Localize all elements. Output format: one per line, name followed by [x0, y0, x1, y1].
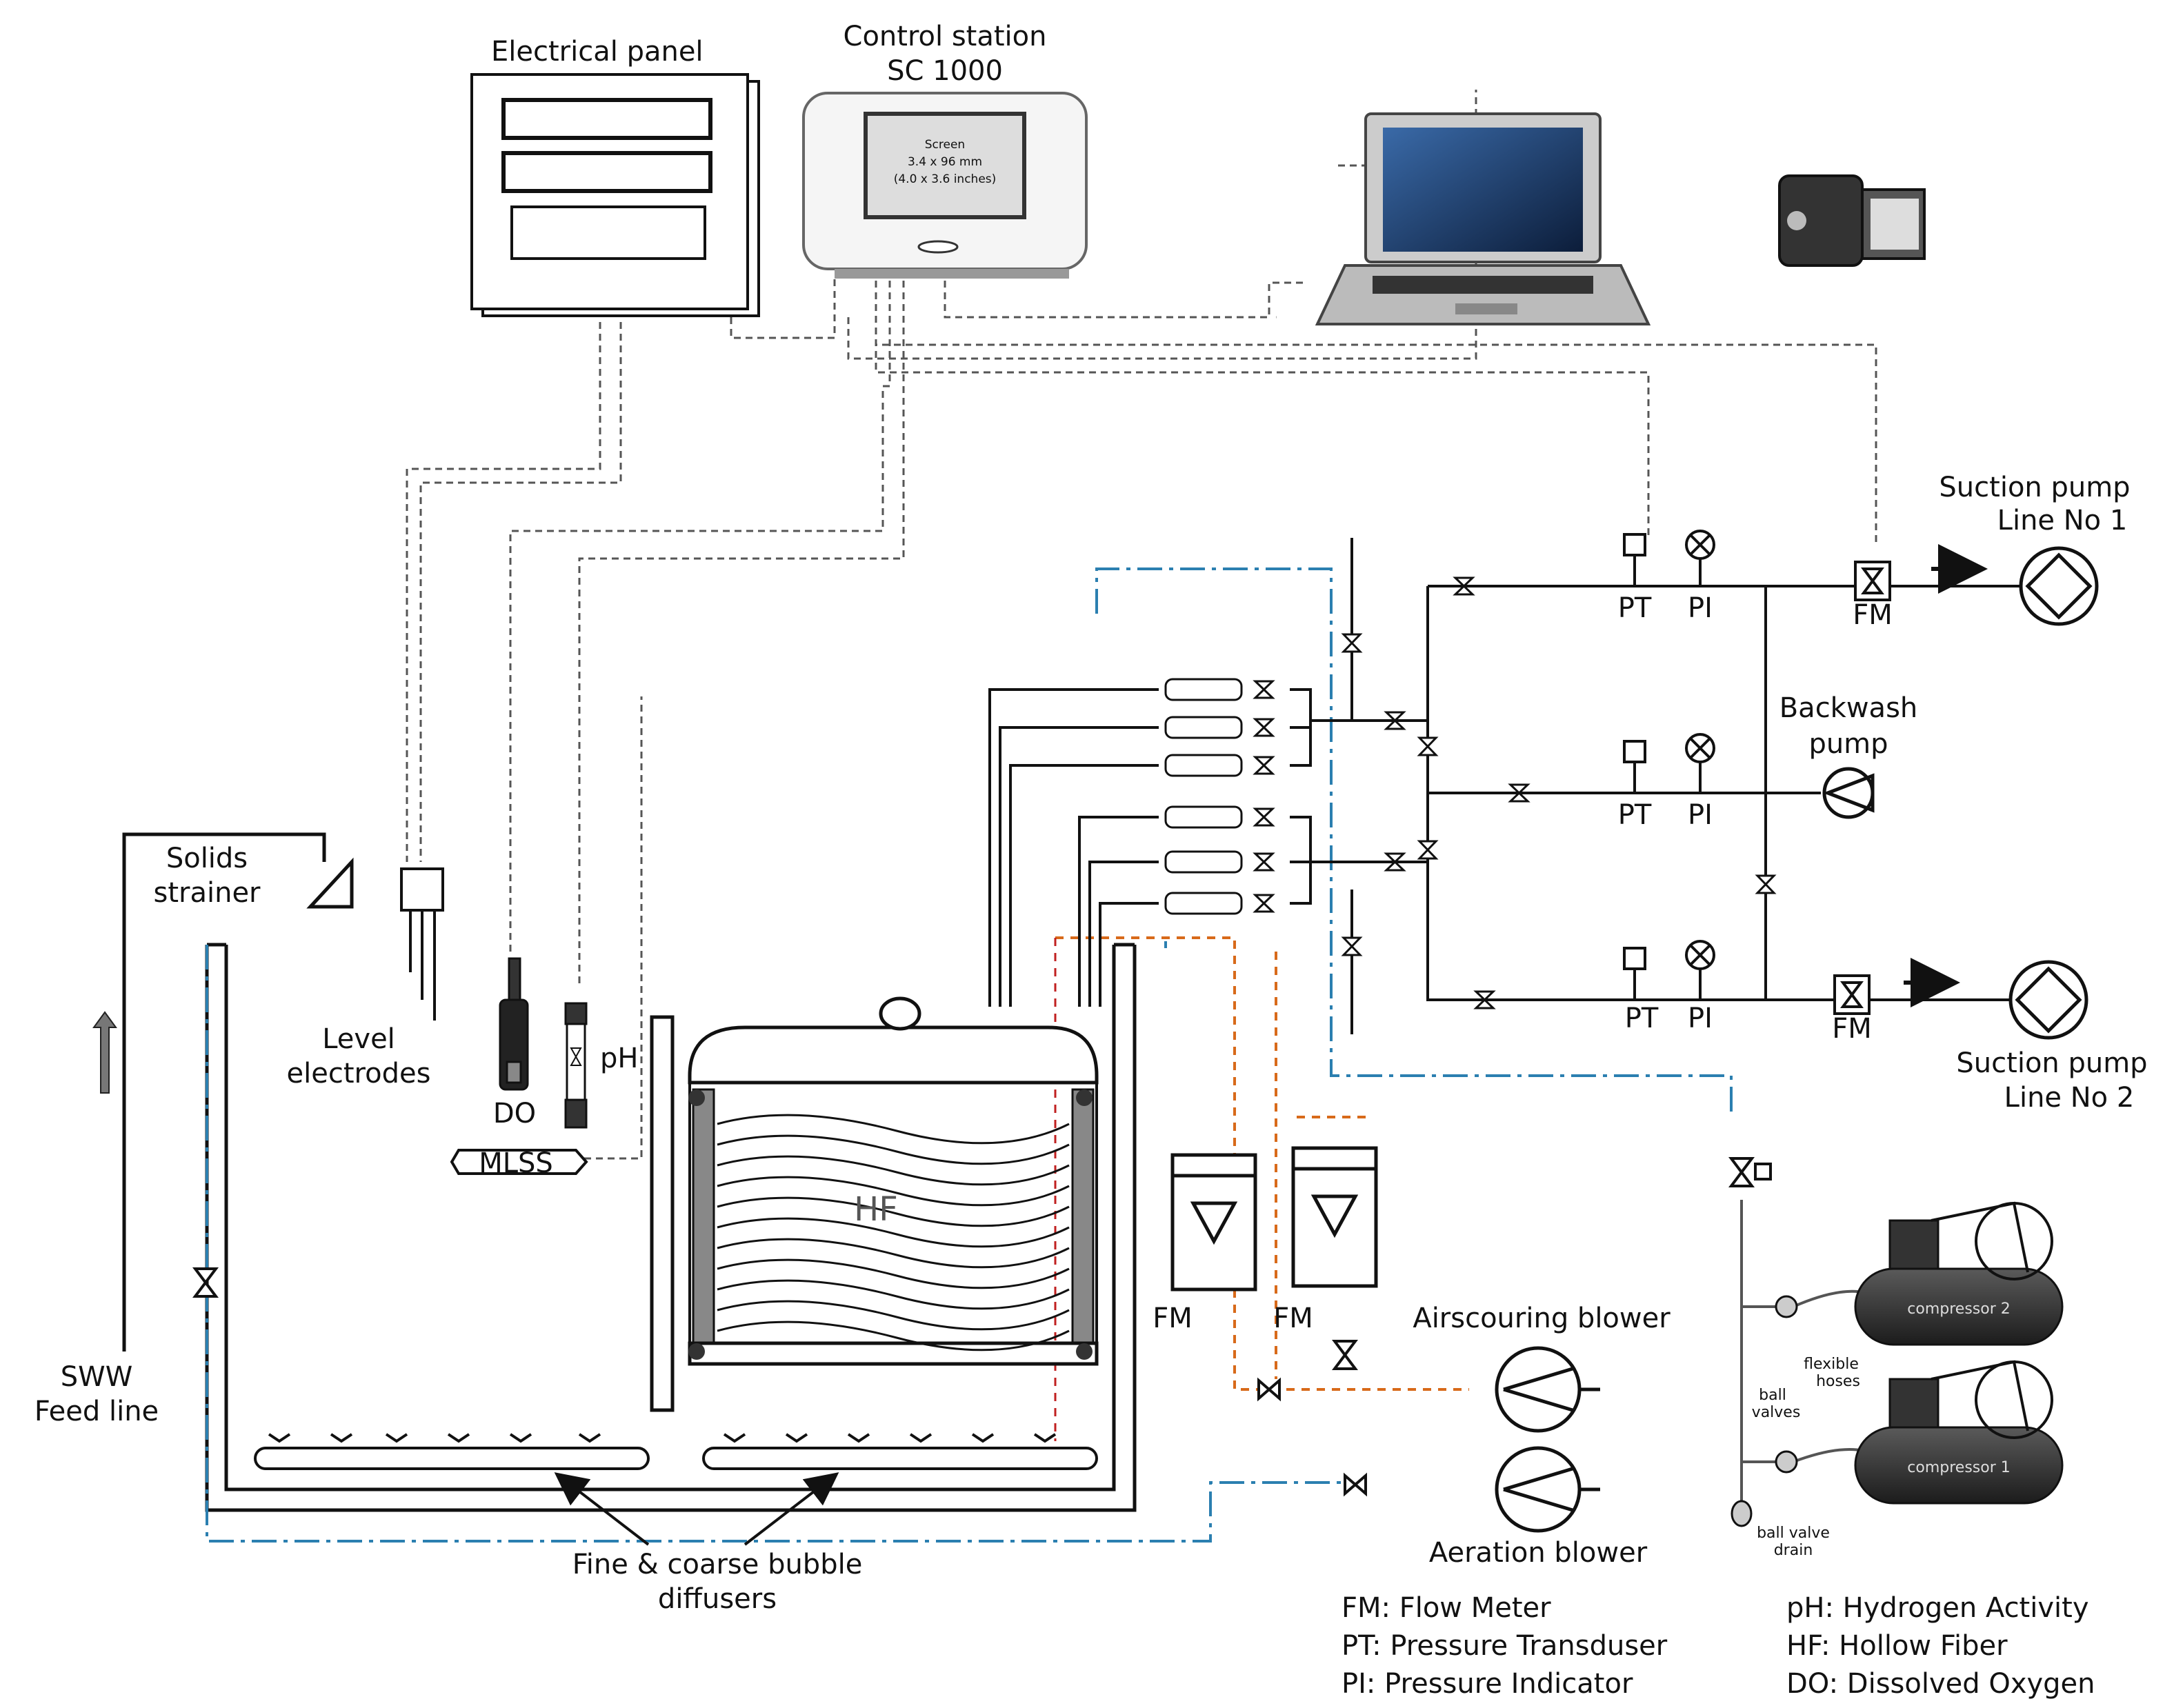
- legend-pi: PI: Pressure Indicator: [1342, 1668, 1633, 1700]
- level-electrodes-label-1: Level: [322, 1023, 395, 1055]
- air-flow-meters: [1170, 1146, 1378, 1292]
- do-label: DO: [493, 1098, 536, 1129]
- suction-pump-2-label-1: Suction pump: [1956, 1047, 2147, 1079]
- fm-label-suction-1: FM: [1853, 599, 1893, 631]
- flexible-hoses-label-2: hoses: [1816, 1373, 1860, 1390]
- flow-meters-suction: [1833, 561, 1891, 1015]
- mlss-label: MLSS: [479, 1147, 553, 1179]
- legend-do: DO: Dissolved Oxygen: [1786, 1668, 2095, 1700]
- ph-label: pH: [600, 1043, 638, 1074]
- compressor-1-label: compressor 1: [1907, 1459, 2010, 1476]
- compressor-1-icon: compressor 1: [1854, 1360, 2064, 1505]
- hf-label: HF: [854, 1190, 898, 1229]
- compressor-2-icon: compressor 2: [1854, 1201, 2064, 1346]
- suction-pump-2-icon: [2008, 960, 2088, 1040]
- mlss-sensor-icon: [450, 1149, 588, 1175]
- pt-label-3: PT: [1625, 1003, 1659, 1034]
- solids-strainer-icon: [306, 857, 354, 909]
- permeate-fittings: [1164, 576, 1777, 1009]
- ball-valve-drain-label-1: ball valve: [1757, 1525, 1830, 1542]
- electrical-panel: Electrical panel: [470, 36, 760, 317]
- electrical-panel-label: Electrical panel: [491, 36, 704, 68]
- pressure-instruments: [1623, 530, 1715, 1000]
- suction-direction-arrows: [1904, 544, 1988, 1007]
- fm-label-air-2: FM: [1273, 1303, 1313, 1334]
- aeration-blower-label: Aeration blower: [1429, 1537, 1648, 1569]
- sww-label-2: Feed line: [34, 1396, 159, 1427]
- level-electrodes-icon: [400, 867, 444, 1021]
- pt-label-2: PT: [1618, 799, 1652, 831]
- legend-pt: PT: Pressure Transduser: [1342, 1630, 1668, 1662]
- membrane-air-line: [1095, 567, 1733, 1117]
- compressor-2-label: compressor 2: [1907, 1300, 2010, 1318]
- backwash-pump-label-1: Backwash: [1779, 692, 1918, 724]
- suction-pump-2-label-2: Line No 2: [2004, 1082, 2135, 1114]
- screen-text-2: 3.4 x 96 mm: [908, 155, 982, 169]
- diffusers-label-2: diffusers: [658, 1583, 777, 1615]
- legend-fm: FM: Flow Meter: [1342, 1592, 1551, 1624]
- ball-valves-label-1: ball: [1759, 1387, 1786, 1404]
- airscouring-blower-icon: [1495, 1346, 1600, 1433]
- main-air-valve-icon: [1728, 1157, 1772, 1187]
- airscour-line: [1055, 936, 1469, 1391]
- diffusers-label-1: Fine & coarse bubble: [572, 1549, 863, 1580]
- feed-valve-icon: [192, 1267, 219, 1298]
- backwash-pump-label-2: pump: [1808, 728, 1888, 760]
- laptop-icon: [1315, 112, 1651, 325]
- control-station: Screen 3.4 x 96 mm (4.0 x 3.6 inches) Co…: [802, 21, 1088, 279]
- control-station-label-2: SC 1000: [887, 55, 1003, 87]
- screen-text-1: Screen: [925, 138, 965, 152]
- suction-pump-1-icon: [2019, 546, 2099, 626]
- aeration-blower-icon: [1495, 1446, 1600, 1533]
- ph-probe-icon: [564, 1002, 588, 1129]
- backwash-pump-icon: [1822, 767, 1875, 819]
- diffuser-pointer-arrows: [554, 1472, 839, 1546]
- legend: FM: Flow Meter PT: Pressure Transduser P…: [1342, 1592, 2095, 1700]
- feed-direction-arrow: [92, 1011, 117, 1094]
- suction-pump-1-label-2: Line No 1: [1997, 505, 2128, 536]
- level-electrodes-label-2: electrodes: [287, 1058, 431, 1089]
- aeration-air-line: [206, 941, 1352, 1543]
- ball-valves: [1731, 1295, 1798, 1527]
- air-valves: [1257, 1340, 1367, 1497]
- ball-valve-drain-label-2: drain: [1774, 1542, 1813, 1559]
- pi-label-3: PI: [1688, 1003, 1713, 1034]
- screen-text-3: (4.0 x 3.6 inches): [894, 172, 997, 186]
- do-probe-icon: [499, 957, 529, 1091]
- fm-label-suction-2: FM: [1832, 1013, 1872, 1045]
- diffusers: [254, 1433, 1098, 1470]
- legend-hf: HF: Hollow Fiber: [1786, 1630, 2008, 1662]
- airscouring-blower-label: Airscouring blower: [1413, 1303, 1671, 1334]
- hollow-fiber-module: HF: [688, 996, 1099, 1366]
- solids-strainer-label-1: Solids: [166, 843, 248, 874]
- sww-feed-line: [122, 832, 326, 1352]
- bioreactor-tank: [205, 943, 1137, 1512]
- sww-label-1: SWW: [61, 1361, 133, 1393]
- pi-label-1: PI: [1688, 592, 1713, 624]
- legend-ph: pH: Hydrogen Activity: [1786, 1592, 2089, 1624]
- ball-valves-label-2: valves: [1752, 1404, 1801, 1421]
- fm-label-air-1: FM: [1153, 1303, 1193, 1334]
- permeate-pipes: [988, 538, 2021, 1034]
- suction-pump-1-label-1: Suction pump: [1939, 472, 2130, 503]
- flexible-hoses-label-1: flexible: [1804, 1356, 1859, 1373]
- camera-icon: [1778, 174, 1926, 267]
- pi-label-2: PI: [1688, 799, 1713, 831]
- control-station-label-1: Control station: [844, 21, 1047, 52]
- solids-strainer-label-2: strainer: [154, 877, 261, 909]
- pt-label-1: PT: [1618, 592, 1652, 624]
